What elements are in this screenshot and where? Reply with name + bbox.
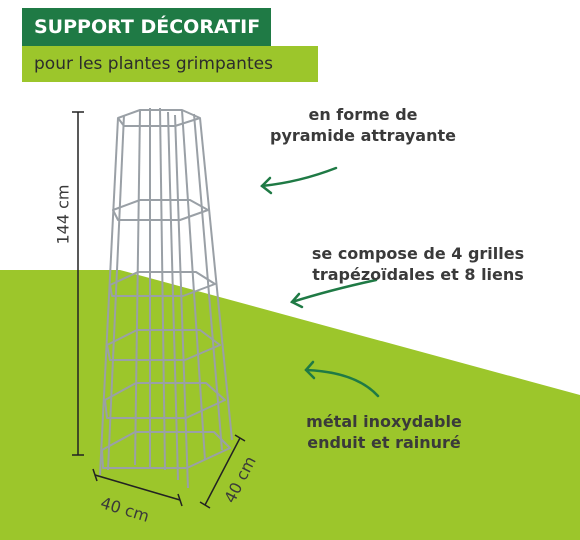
dimension-lines bbox=[72, 111, 246, 509]
lime-ground-shape bbox=[0, 270, 580, 540]
obelisk-trellis bbox=[99, 107, 233, 489]
callout-composition-line1: se compose de 4 grilles bbox=[311, 244, 525, 263]
header-subtitle: pour les plantes grimpantes bbox=[22, 46, 318, 82]
callout-shape-line2: pyramide attrayante bbox=[269, 126, 456, 145]
callout-composition: se compose de 4 grilles trapézoïdales et… bbox=[300, 243, 536, 285]
callout-material-line2: enduit et rainuré bbox=[307, 433, 461, 452]
callout-shape: en forme de pyramide attrayante bbox=[268, 104, 458, 146]
callout-composition-line2: trapézoïdales et 8 liens bbox=[312, 265, 524, 284]
callout-material: métal inoxydable enduit et rainuré bbox=[304, 411, 464, 453]
callout-material-line1: métal inoxydable bbox=[306, 412, 462, 431]
callout-shape-line1: en forme de bbox=[308, 105, 418, 124]
header-title: SUPPORT DÉCORATIF bbox=[22, 8, 271, 46]
dimension-height-label: 144 cm bbox=[53, 184, 73, 245]
callout-arrows bbox=[260, 166, 380, 398]
